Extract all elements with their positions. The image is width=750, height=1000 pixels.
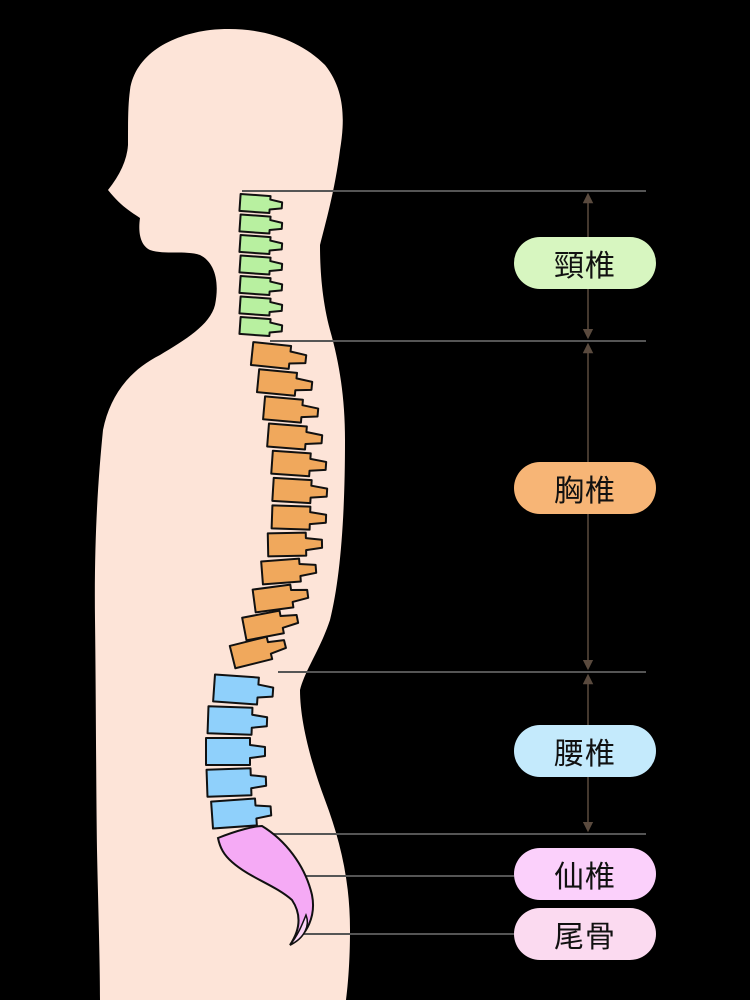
lumbar-vertebra-2-shape	[206, 705, 269, 736]
pill-coccyx: 尾骨	[514, 908, 656, 960]
lumbar-vertebra-5	[210, 797, 273, 830]
thoracic-vertebra-12-shape	[228, 635, 287, 670]
thoracic-vertebra-7	[270, 504, 328, 531]
cervical-vertebra-2	[238, 213, 284, 235]
thoracic-vertebra-1	[249, 341, 308, 370]
lumbar-vertebra-4	[205, 767, 268, 798]
thoracic-vertebra-3	[262, 395, 320, 424]
lumbar-vertebra-2	[206, 705, 269, 736]
lumbar-vertebra-1	[212, 673, 275, 706]
cervical-vertebra-3-shape	[238, 233, 284, 256]
pill-cervical: 頸椎	[514, 237, 656, 289]
pill-sacrum: 仙椎	[514, 848, 656, 900]
cervical-vertebra-5	[238, 274, 284, 297]
cervical-vertebra-7	[238, 315, 284, 338]
body-silhouette	[94, 29, 351, 1000]
cervical-vertebra-4	[238, 254, 284, 276]
thoracic-vertebra-7-shape	[270, 504, 328, 531]
thoracic-vertebra-9	[260, 557, 318, 586]
thoracic-vertebra-5	[270, 449, 328, 478]
cervical-vertebra-4-shape	[238, 254, 284, 276]
coccyx-shape	[289, 912, 309, 946]
cervical-vertebra-5-shape	[238, 274, 284, 297]
lumbar-vertebra-5-shape	[210, 797, 273, 830]
cervical-vertebra-7-shape	[238, 315, 284, 338]
pill-lumbar: 腰椎	[514, 725, 656, 777]
lumbar-vertebra-1-shape	[212, 673, 275, 706]
thoracic-vertebra-8-shape	[266, 531, 324, 558]
thoracic-vertebra-6-shape	[271, 476, 329, 505]
pill-thoracic: 胸椎	[514, 462, 656, 514]
thoracic-vertebra-12	[228, 635, 287, 670]
cervical-vertebra-1	[238, 192, 284, 215]
lumbar-vertebra-3-shape	[205, 737, 266, 766]
vertebrae-group	[205, 192, 329, 830]
thoracic-vertebra-9-shape	[260, 557, 318, 586]
cervical-vertebra-6	[238, 295, 284, 317]
thoracic-vertebra-3-shape	[262, 395, 320, 424]
thoracic-vertebra-6	[271, 476, 329, 505]
leader-lines	[242, 190, 646, 935]
thoracic-vertebra-5-shape	[270, 449, 328, 478]
thoracic-vertebra-10-shape	[251, 583, 310, 614]
lumbar-vertebra-4-shape	[205, 767, 268, 798]
thoracic-vertebra-2-shape	[255, 368, 314, 397]
cervical-vertebra-3	[238, 233, 284, 256]
thoracic-vertebra-8	[266, 531, 324, 558]
thoracic-vertebra-4-shape	[266, 422, 324, 451]
cervical-vertebra-2-shape	[238, 213, 284, 235]
lumbar-vertebra-3	[205, 737, 266, 766]
thoracic-vertebra-10	[251, 583, 310, 614]
thoracic-vertebra-4	[266, 422, 324, 451]
cervical-vertebra-1-shape	[238, 192, 284, 215]
cervical-vertebra-6-shape	[238, 295, 284, 317]
thoracic-vertebra-1-shape	[249, 341, 308, 370]
thoracic-vertebra-2	[255, 368, 314, 397]
